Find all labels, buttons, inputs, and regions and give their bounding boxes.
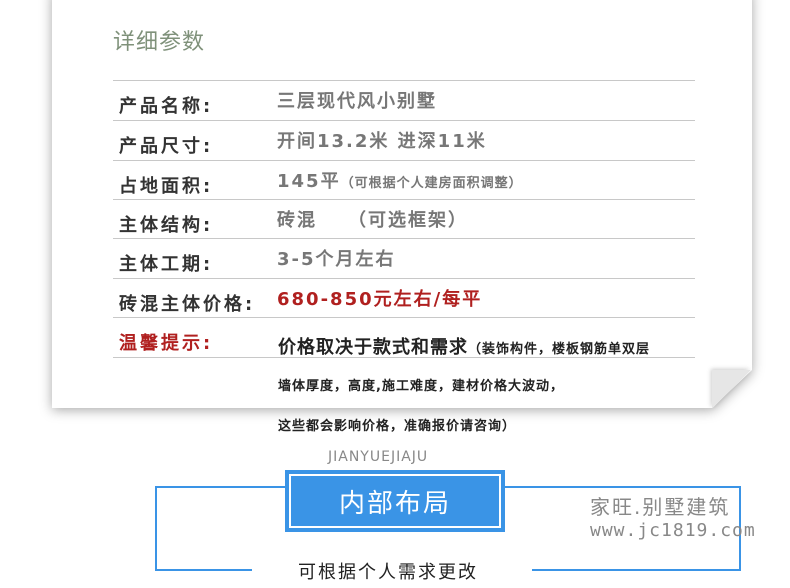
param-label: 产品名称:	[119, 96, 214, 117]
param-value: 砖混 （可选框架）	[277, 210, 468, 231]
param-label: 占地面积:	[119, 176, 214, 197]
page-fold	[712, 370, 752, 408]
area-note: （可根据个人建房面积调整）	[340, 176, 523, 191]
layout-title: 内部布局	[289, 474, 501, 528]
param-row: 占地面积: 145平（可根据个人建房面积调整）	[113, 160, 695, 200]
param-value: 三层现代风小别墅	[277, 91, 437, 112]
param-row: 砖混主体价格: 680-850元左右/每平	[113, 278, 695, 318]
tip-row: 温馨提示:	[113, 317, 695, 358]
section-title: 详细参数	[113, 30, 206, 55]
tip-line: 价格取决于款式和需求（装饰构件，楼板钢筋单双层	[278, 333, 650, 359]
price-value: 680-850元左右/每平	[277, 289, 483, 310]
frame-gap	[252, 560, 532, 580]
param-label: 砖混主体价格:	[119, 294, 256, 315]
tip-text: 墙体厚度，高度,施工难度，建材价格大波动，	[278, 379, 564, 394]
parameters-card	[52, 0, 752, 408]
layout-title-banner: 内部布局	[285, 470, 505, 532]
param-row: 产品尺寸: 开间13.2米 进深11米	[113, 120, 695, 160]
param-value: 3-5个月左右	[277, 249, 396, 270]
param-label: 产品尺寸:	[119, 136, 214, 157]
tip-main: 价格取决于款式和需求	[278, 337, 468, 358]
param-row: 产品名称: 三层现代风小别墅	[113, 80, 695, 120]
param-row: 主体结构: 砖混 （可选框架）	[113, 199, 695, 239]
param-value: 145平（可根据个人建房面积调整）	[277, 167, 523, 193]
watermark-name: 家旺.别墅建筑	[590, 495, 731, 519]
tip-label: 温馨提示:	[119, 333, 214, 354]
param-label: 主体工期:	[119, 254, 214, 275]
layout-subtitle: 可根据个人需求更改	[298, 562, 478, 583]
param-label: 主体结构:	[119, 215, 214, 236]
watermark-url: www.jc1819.com	[590, 520, 756, 541]
tip-text: 这些都会影响价格，准确报价请咨询）	[278, 419, 517, 434]
area-value: 145平	[277, 171, 341, 192]
tip-text: （装饰构件，楼板钢筋单双层	[468, 342, 651, 357]
param-value: 开间13.2米 进深11米	[277, 131, 487, 152]
english-subtitle: JIANYUEJIAJU	[328, 449, 429, 465]
param-row: 主体工期: 3-5个月左右	[113, 238, 695, 278]
